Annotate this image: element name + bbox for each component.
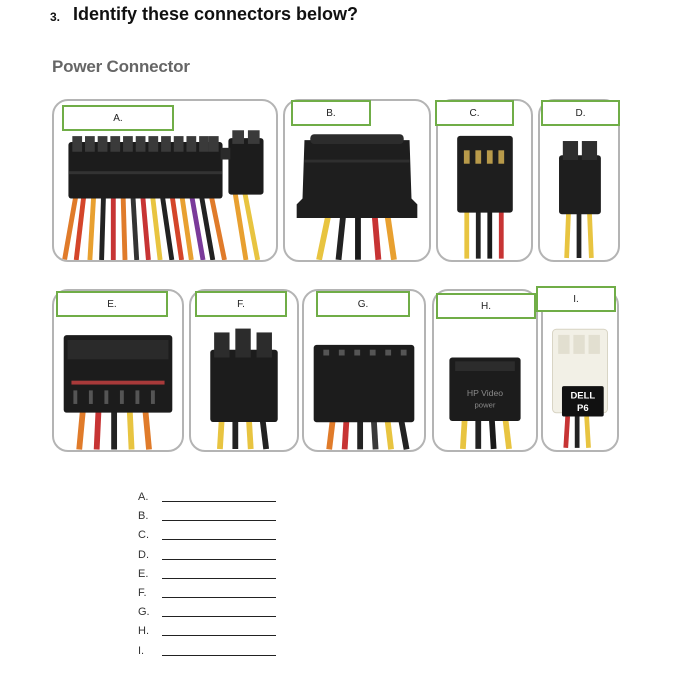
- connector-label-c: C.: [435, 100, 514, 126]
- embossed-text-power: power: [475, 401, 496, 410]
- dell-p6-connector-drawing: DELL P6: [552, 328, 608, 448]
- answer-label: C.: [138, 529, 149, 542]
- hp-video-power-connector-drawing: HP Video power: [449, 357, 521, 450]
- embossed-text-p6: P6: [577, 403, 589, 414]
- connector-image-d: [538, 99, 620, 262]
- aux-connector-drawing: [313, 344, 415, 450]
- connector-image-i: DELL P6: [541, 289, 619, 452]
- answer-blank[interactable]: [162, 501, 276, 502]
- answer-label: F.: [138, 586, 147, 599]
- eps-8pin-connector-drawing: [210, 328, 278, 450]
- answer-blank[interactable]: [162, 616, 276, 618]
- embossed-text-hp: HP Video: [467, 388, 503, 398]
- pcie-6pin-connector-drawing: [559, 141, 601, 259]
- answer-blank[interactable]: [162, 520, 276, 522]
- floppy-connector-drawing: [457, 135, 513, 259]
- question-text: Identify these connectors below?: [73, 4, 359, 24]
- answer-blank[interactable]: [162, 654, 276, 656]
- answer-blank[interactable]: [162, 577, 276, 579]
- connector-label-b: B.: [291, 100, 371, 126]
- connector-label-g: G.: [316, 291, 410, 317]
- answer-label: I.: [138, 644, 145, 657]
- connector-label-h: H.: [436, 293, 536, 319]
- connector-image-c: [436, 99, 533, 262]
- connector-label-d: D.: [541, 100, 620, 126]
- connector-label-f: F.: [195, 291, 287, 317]
- answer-blank[interactable]: [162, 539, 276, 541]
- answer-label: B.: [138, 510, 149, 523]
- connector-image-b: [283, 99, 431, 262]
- answer-label: H.: [138, 625, 149, 638]
- answer-label: G.: [138, 606, 150, 619]
- question-number: 3.: [50, 10, 61, 24]
- answer-blank[interactable]: [162, 596, 276, 598]
- answer-blank[interactable]: [162, 558, 276, 560]
- connector-label-e: E.: [56, 291, 168, 317]
- answer-label: E.: [138, 567, 149, 580]
- section-title: Power Connector: [52, 57, 190, 76]
- answer-label: D.: [138, 548, 149, 561]
- answer-blank[interactable]: [162, 635, 276, 637]
- connector-label-i: I.: [536, 286, 616, 312]
- embossed-text-dell: DELL: [570, 390, 595, 401]
- connector-label-a: A.: [62, 105, 174, 131]
- sata-power-connector-drawing: [63, 335, 173, 450]
- atx-24pin-connector-drawing: [62, 130, 264, 260]
- molex-connector-drawing: [296, 134, 418, 260]
- answer-label: A.: [138, 491, 149, 503]
